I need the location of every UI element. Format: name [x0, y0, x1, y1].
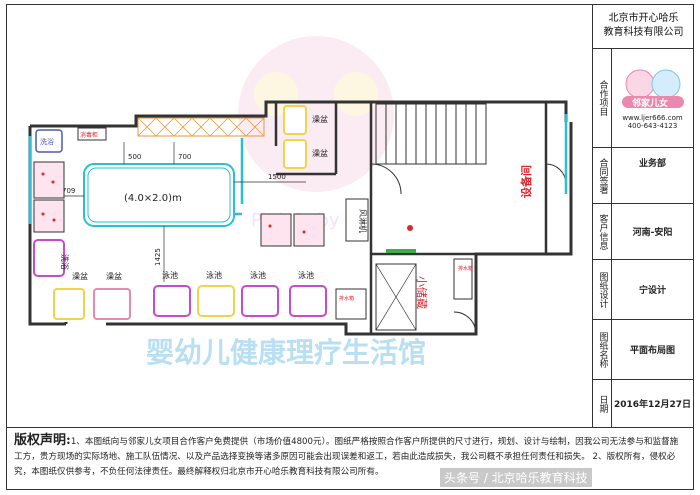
changing-table-left	[33, 161, 65, 233]
fire-marker	[407, 225, 413, 231]
dimension-1500: 1500	[268, 173, 286, 181]
date-value: 2016年12月27日	[613, 400, 692, 410]
dimension-700: 700	[178, 153, 191, 161]
slogan-text: 婴幼儿健康理疗生活馆	[146, 336, 426, 369]
hand-wash-icon	[35, 129, 63, 153]
storage-room	[375, 263, 417, 331]
central-pool	[83, 163, 235, 227]
date-row: 日期 2016年12月27日	[593, 380, 694, 427]
company-name: 北京市开心哈乐 教育科技有限公司	[593, 4, 694, 49]
signer-label: 合同签署	[593, 148, 612, 203]
copyright-title: 版权声明:	[14, 433, 71, 448]
shelf-cabinet	[137, 117, 265, 137]
floor-plan: Pink Baby 婴幼儿健康理疗生活馆	[28, 36, 573, 369]
tub-label-2: 澡盆	[106, 271, 122, 281]
drawing-sheet	[6, 4, 694, 490]
pool-size-label: (4.0×2.0)m	[124, 193, 182, 204]
tub-label-1: 澡盆	[72, 271, 88, 281]
tub-top-2	[283, 139, 307, 169]
date-label: 日期	[593, 380, 612, 427]
client-row: 客户信息 河南-安阳	[593, 204, 694, 260]
drain-box-2	[453, 258, 473, 300]
brand-phone: 400-643-4123	[627, 121, 678, 130]
swim-label-2: 泳池	[206, 270, 222, 280]
tub-label-4: 澡盆	[312, 148, 328, 158]
equipment-room-label: 设备间	[519, 165, 533, 198]
brand-logo-icon: 邻家儿女	[621, 69, 684, 109]
designer-row: 图纸设计 宁设计	[593, 260, 694, 320]
tub-top-1	[283, 105, 307, 135]
brand-url: www.ljer666.com	[622, 113, 683, 122]
staircase	[375, 103, 487, 165]
dimension-500: 500	[128, 153, 141, 161]
drawing-name-row: 图纸名称 平面布局图	[593, 320, 694, 380]
tub-bottom-1	[53, 288, 85, 320]
swim-label-4: 泳池	[298, 270, 314, 280]
dimension-709: 709	[62, 187, 75, 195]
signer-value: 业务部	[638, 159, 666, 169]
hand-wash-label: 洗浴	[40, 137, 54, 146]
tub-bottom-2	[93, 288, 131, 320]
client-value: 河南-安阳	[632, 228, 673, 238]
changing-table-center	[260, 213, 325, 247]
tub-label-3: 澡盆	[312, 114, 328, 124]
coop-label: 合作项目	[593, 48, 612, 147]
dimension-1425: 1425	[154, 248, 162, 266]
wash-tub-left	[33, 239, 65, 277]
designer-label: 图纸设计	[593, 260, 612, 319]
drawing-name-label: 图纸名称	[593, 320, 612, 379]
source-tag: 头条号 / 北京哈乐教育科技	[440, 468, 592, 487]
disinfect-cabinet	[77, 127, 107, 141]
air-shower	[345, 198, 369, 242]
copyright-notice: 版权声明:1、本图纸向与邻家儿女项目合作客户免费提供（市场价值4800元）。图纸…	[6, 427, 694, 490]
wash-label-left: 洗浴	[60, 254, 70, 270]
client-label: 客户信息	[593, 204, 612, 259]
disinfect-label: 消毒柜	[80, 131, 98, 139]
storage-label: 小储藏	[415, 276, 429, 309]
signer-row: 合同签署 业务部	[593, 148, 694, 204]
drain-label-2: 排水箱	[458, 265, 473, 272]
drain-box-1	[335, 288, 367, 320]
swim-pools	[153, 285, 327, 317]
coop-row: 合作项目 邻家儿女 www.ljer666.com 400-643-4123	[593, 48, 694, 148]
drawing-name-value: 平面布局图	[629, 346, 675, 356]
drain-label-1: 排水箱	[339, 295, 354, 302]
swim-label-1: 泳池	[162, 270, 178, 280]
title-block: 北京市开心哈乐 教育科技有限公司 合作项目 邻家儿女 www.ljer666.c…	[592, 4, 694, 427]
green-marker	[386, 249, 416, 253]
swim-label-3: 泳池	[250, 270, 266, 280]
air-shower-label: 风淋机	[358, 209, 368, 233]
designer-value: 宁设计	[638, 286, 666, 296]
copyright-text: 1、本图纸向与邻家儿女项目合作客户免费提供（市场价值4800元）。图纸严格按照合…	[14, 437, 679, 477]
brand-logo-text: 邻家儿女	[632, 97, 668, 109]
